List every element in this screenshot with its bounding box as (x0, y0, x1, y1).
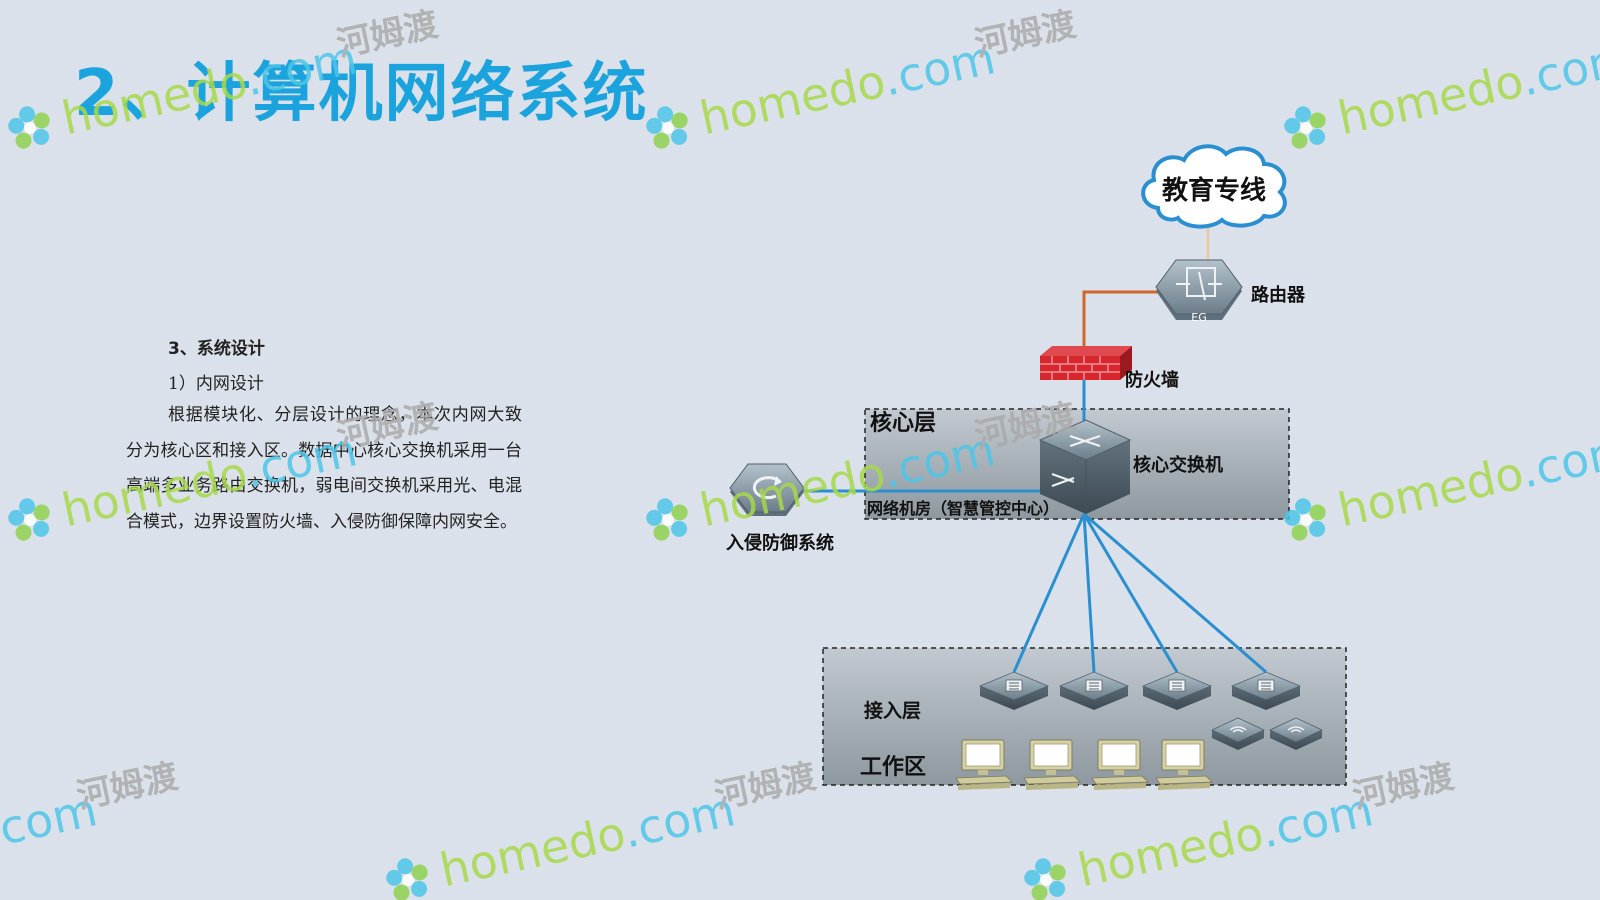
core-switch-icon (1038, 419, 1132, 514)
core-layer-label: 核心层 (870, 410, 936, 436)
computer-icon (1023, 739, 1081, 791)
router-badge: EG (1191, 311, 1206, 324)
computer-icon (1155, 739, 1213, 791)
ips-label: 入侵防御系统 (726, 532, 834, 554)
machine-room-label: 网络机房（智慧管控中心） (867, 499, 1059, 518)
router-label: 路由器 (1251, 284, 1306, 306)
design-text-block: 3、系统设计 1）内网设计 根据模块化、分层设计的理念，本次内网大致分为核心区和… (126, 334, 522, 540)
slide-title: 2、计算机网络系统 (74, 57, 649, 131)
cloud-label: 教育专线 (1162, 175, 1266, 206)
firewall-icon (1040, 346, 1132, 380)
cloud-icon (1141, 144, 1287, 229)
router-icon (1155, 259, 1243, 320)
core-access-links (1012, 512, 1267, 674)
core-switch-label: 核心交换机 (1133, 454, 1223, 476)
ips-device-icon (729, 463, 805, 516)
design-paragraph: 根据模块化、分层设计的理念，本次内网大致分为核心区和接入区。数据中心核心交换机采… (126, 405, 522, 532)
firewall-label: 防火墙 (1125, 369, 1179, 391)
section-heading: 3、系统设计 (168, 339, 265, 359)
access-layer-region (822, 647, 1347, 786)
work-area-label: 工作区 (860, 755, 926, 780)
computer-icon (955, 739, 1013, 791)
router-firewall-link (1082, 290, 1158, 346)
subsection-heading: 1）内网设计 (168, 374, 264, 394)
access-layer-label: 接入层 (864, 700, 921, 722)
computer-icon (1091, 739, 1149, 791)
